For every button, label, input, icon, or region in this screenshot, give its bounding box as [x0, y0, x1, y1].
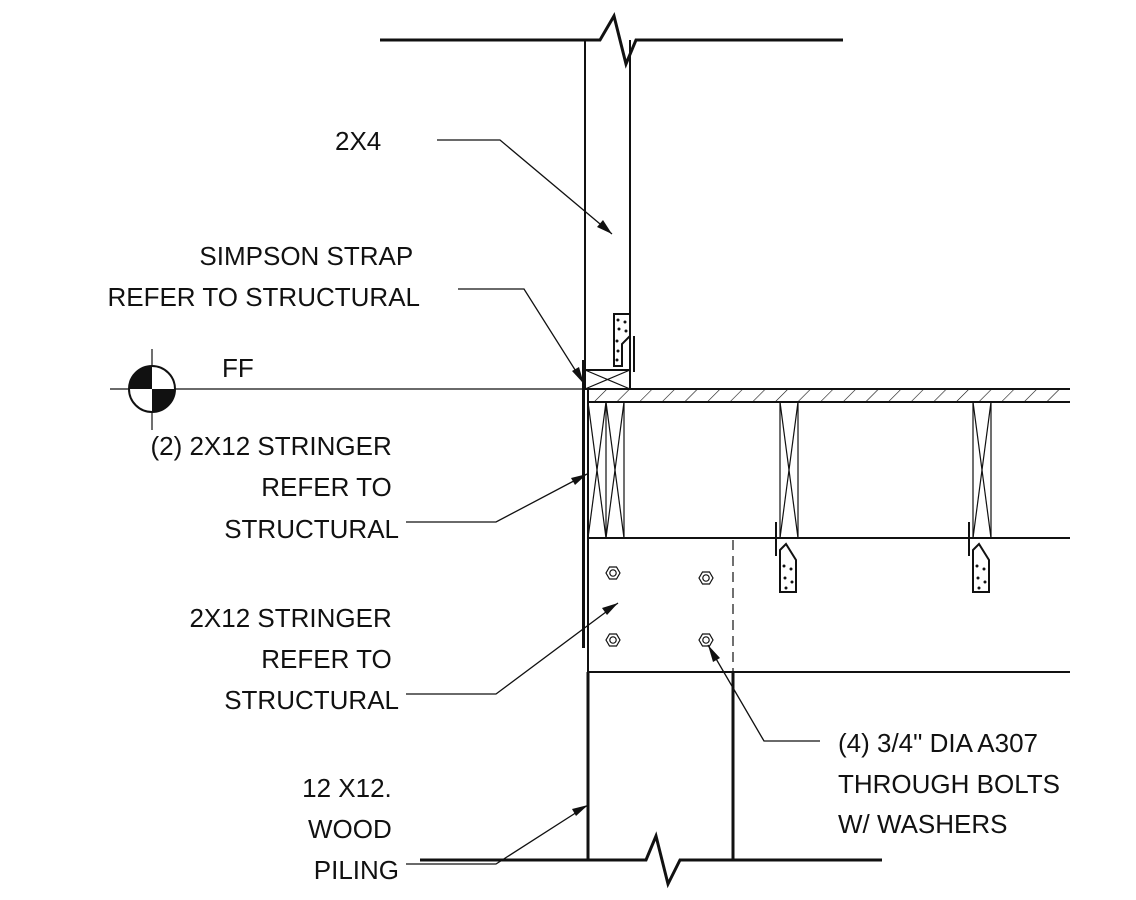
label-ff: FF [222, 353, 254, 383]
double-stringer [587, 401, 1070, 539]
through-bolt-2 [698, 571, 714, 585]
label-stud-line: 2X4 [335, 126, 381, 156]
label-stringer: 2X12 STRINGER REFER TO STRUCTURAL [189, 603, 399, 715]
label-stringer-line1: 2X12 STRINGER [189, 603, 391, 633]
stringer-leader [406, 602, 619, 695]
through-bolt-1 [605, 566, 621, 580]
top-break-line [380, 12, 843, 69]
label-stud: 2X4 [335, 126, 381, 156]
through-bolt-3 [605, 633, 621, 647]
label-double-stringer: (2) 2X12 STRINGER REFER TO STRUCTURAL [150, 431, 399, 544]
ff-elevation-marker [110, 349, 585, 430]
label-piling-line3: PILING [314, 855, 399, 885]
label-strap: SIMPSON STRAP REFER TO STRUCTURAL [107, 241, 420, 312]
through-bolt-4 [698, 633, 714, 647]
label-double-stringer-line1: (2) 2X12 STRINGER [150, 431, 391, 461]
label-piling: 12 X12. WOOD PILING [302, 773, 399, 885]
floor-joist-2 [972, 401, 992, 539]
label-bolts-line1: (4) 3/4" DIA A307 [838, 728, 1038, 758]
label-strap-line2: REFER TO STRUCTURAL [107, 282, 420, 312]
joist-hanger-2 [968, 522, 990, 593]
label-bolts: (4) 3/4" DIA A307 THROUGH BOLTS W/ WASHE… [838, 728, 1067, 839]
stud-leader [437, 139, 613, 235]
label-ff-line: FF [222, 353, 254, 383]
bolts-leader [707, 644, 820, 742]
label-bolts-line2: THROUGH BOLTS [838, 769, 1060, 799]
double-stringer-leader [406, 473, 588, 523]
bottom-break-line [420, 831, 882, 889]
floor-joist-1 [779, 401, 799, 539]
label-double-stringer-line2: REFER TO [261, 472, 392, 502]
simpson-strap [582, 360, 585, 648]
floor-deck [587, 388, 1070, 403]
label-stringer-line2: REFER TO [261, 644, 392, 674]
label-piling-line2: WOOD [308, 814, 392, 844]
stud-wall-2x4 [584, 40, 631, 390]
label-double-stringer-line3: STRUCTURAL [224, 514, 399, 544]
label-strap-line1: SIMPSON STRAP [199, 241, 412, 271]
strap-leader [458, 288, 585, 385]
label-stringer-line3: STRUCTURAL [224, 685, 399, 715]
label-bolts-line3: W/ WASHERS [838, 809, 1007, 839]
simpson-holdown-clip [613, 313, 635, 372]
joist-hanger-1 [775, 522, 797, 593]
label-piling-line1: 12 X12. [302, 773, 392, 803]
bolted-stringer [587, 538, 1070, 673]
wood-piling [586, 672, 735, 860]
piling-leader [406, 804, 589, 865]
